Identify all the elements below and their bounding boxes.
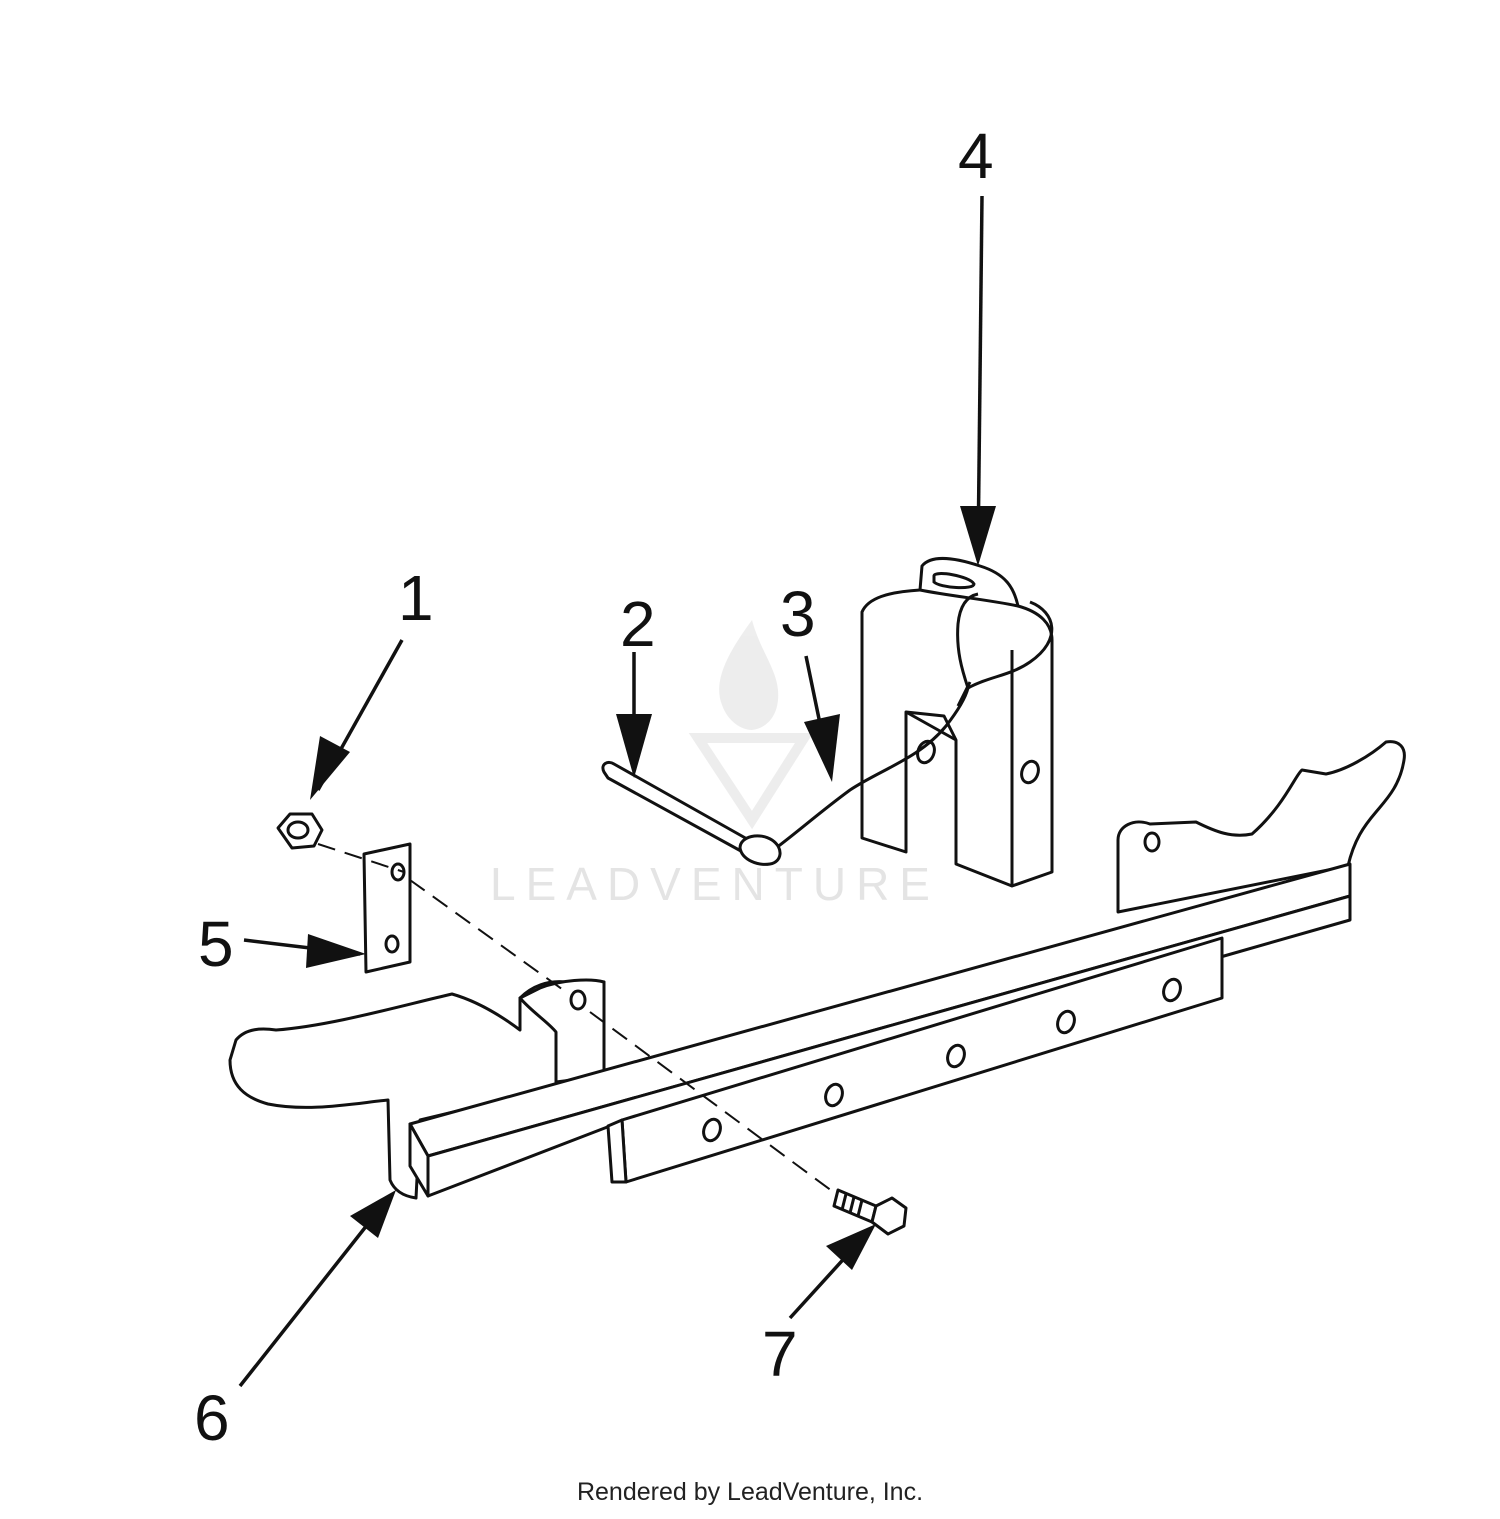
callout-3: 3 bbox=[780, 578, 816, 650]
footer-credit: Rendered by LeadVenture, Inc. bbox=[576, 1478, 924, 1506]
callout-1: 1 bbox=[398, 562, 434, 634]
part-2-hitch-pin bbox=[601, 760, 782, 866]
callout-2: 2 bbox=[620, 588, 656, 660]
part-5-plate bbox=[362, 842, 412, 974]
watermark-flame-icon bbox=[719, 620, 779, 730]
part-6-bracket bbox=[228, 740, 1406, 1200]
leader-arrows bbox=[238, 195, 996, 1388]
part-4-hitch-block bbox=[860, 557, 1054, 888]
watermark: LEADVENTURE bbox=[490, 620, 940, 910]
watermark-text: LEADVENTURE bbox=[490, 858, 940, 910]
part-1-nut bbox=[276, 812, 324, 850]
callout-labels: 1 2 3 4 5 6 7 bbox=[194, 120, 994, 1454]
part-7-bolt bbox=[832, 1188, 908, 1236]
watermark-v-icon bbox=[688, 733, 814, 830]
callout-4: 4 bbox=[958, 120, 994, 192]
part-3-lanyard bbox=[775, 592, 1054, 850]
callout-6: 6 bbox=[194, 1382, 230, 1454]
callout-5: 5 bbox=[198, 908, 234, 980]
assembly-centerline bbox=[317, 843, 837, 1195]
callout-7: 7 bbox=[762, 1318, 798, 1390]
